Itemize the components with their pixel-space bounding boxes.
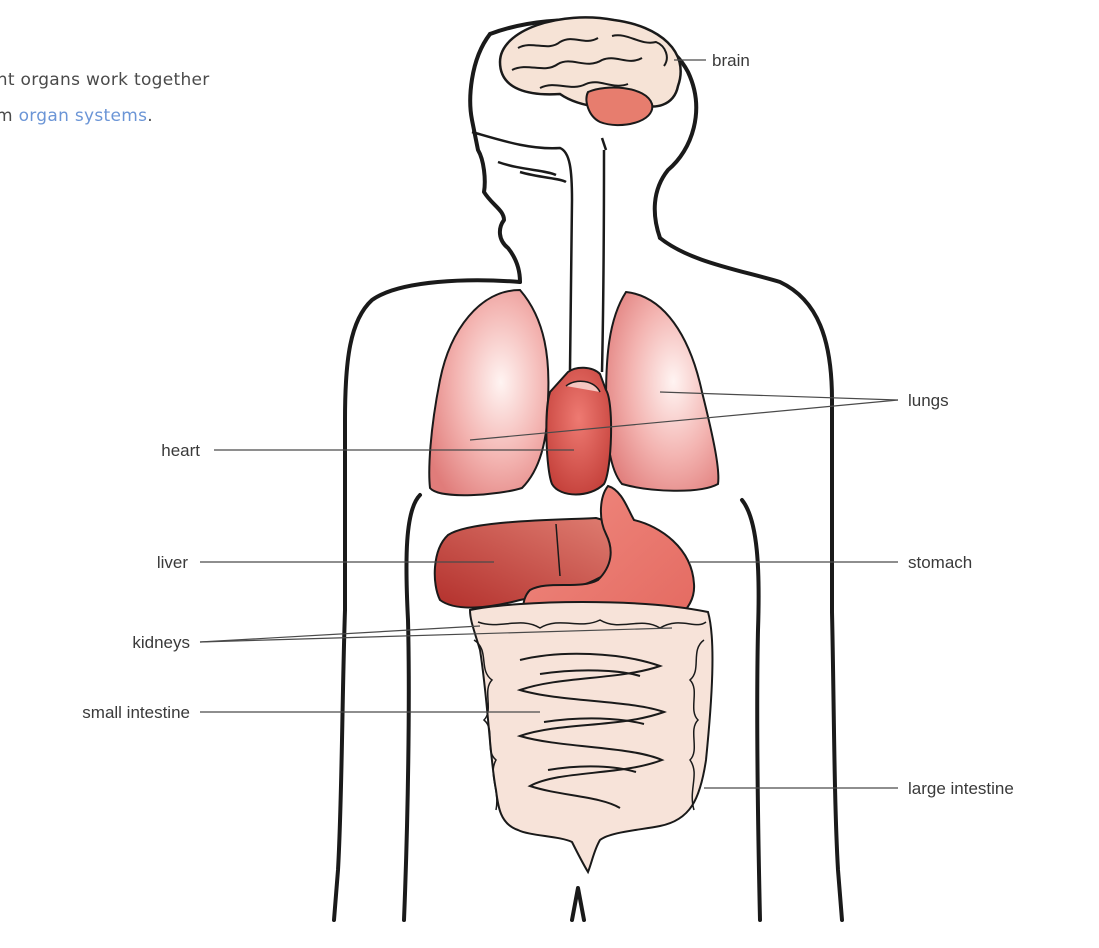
- label-small-intestine: small intestine: [82, 703, 190, 722]
- heart: [546, 368, 611, 495]
- label-lungs: lungs: [908, 391, 949, 410]
- label-kidneys: kidneys: [132, 633, 190, 652]
- label-large-intestine: large intestine: [908, 779, 1014, 798]
- label-liver: liver: [157, 553, 189, 572]
- label-brain: brain: [712, 51, 750, 70]
- label-heart: heart: [161, 441, 200, 460]
- large-intestine: [470, 602, 712, 872]
- kidneys-leader-line-1: [200, 626, 480, 642]
- label-stomach: stomach: [908, 553, 972, 572]
- brain: [500, 17, 681, 150]
